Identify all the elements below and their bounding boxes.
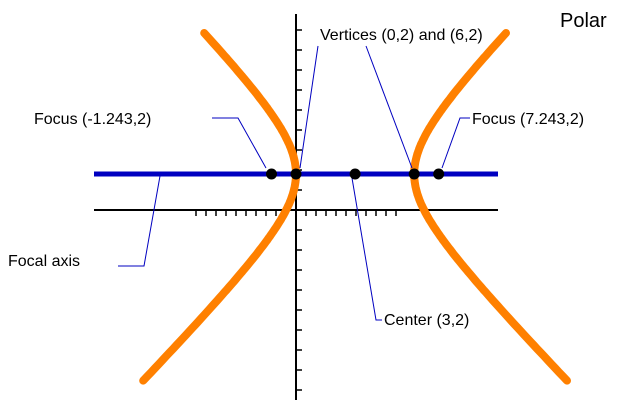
vertex-left-leader bbox=[299, 45, 319, 169]
center-point bbox=[349, 168, 361, 180]
diagram-title: Polar bbox=[560, 10, 607, 32]
focus-left-label: Focus (-1.243,2) bbox=[34, 111, 151, 128]
hyperbola-right-branch bbox=[410, 29, 571, 385]
focus-right-point bbox=[433, 168, 445, 180]
key-points bbox=[266, 168, 445, 180]
leader-lines bbox=[118, 45, 470, 321]
center-leader bbox=[351, 177, 382, 321]
center-label: Center (3,2) bbox=[384, 312, 469, 329]
hyperbola-branches bbox=[139, 29, 571, 385]
focal-axis-leader bbox=[118, 175, 161, 267]
vertex-left-point bbox=[290, 168, 302, 180]
vertex-right-point bbox=[408, 168, 420, 180]
focus-right-label: Focus (7.243,2) bbox=[472, 111, 584, 128]
vertex-right-leader bbox=[365, 45, 413, 169]
focal-axis-label: Focal axis bbox=[8, 253, 80, 270]
vertices-label: Vertices (0,2) and (6,2) bbox=[320, 27, 483, 44]
focus-right-leader bbox=[441, 117, 470, 169]
focus-left-leader bbox=[212, 117, 267, 169]
hyperbola-left-branch bbox=[139, 29, 300, 385]
focus-left-point bbox=[266, 168, 277, 180]
